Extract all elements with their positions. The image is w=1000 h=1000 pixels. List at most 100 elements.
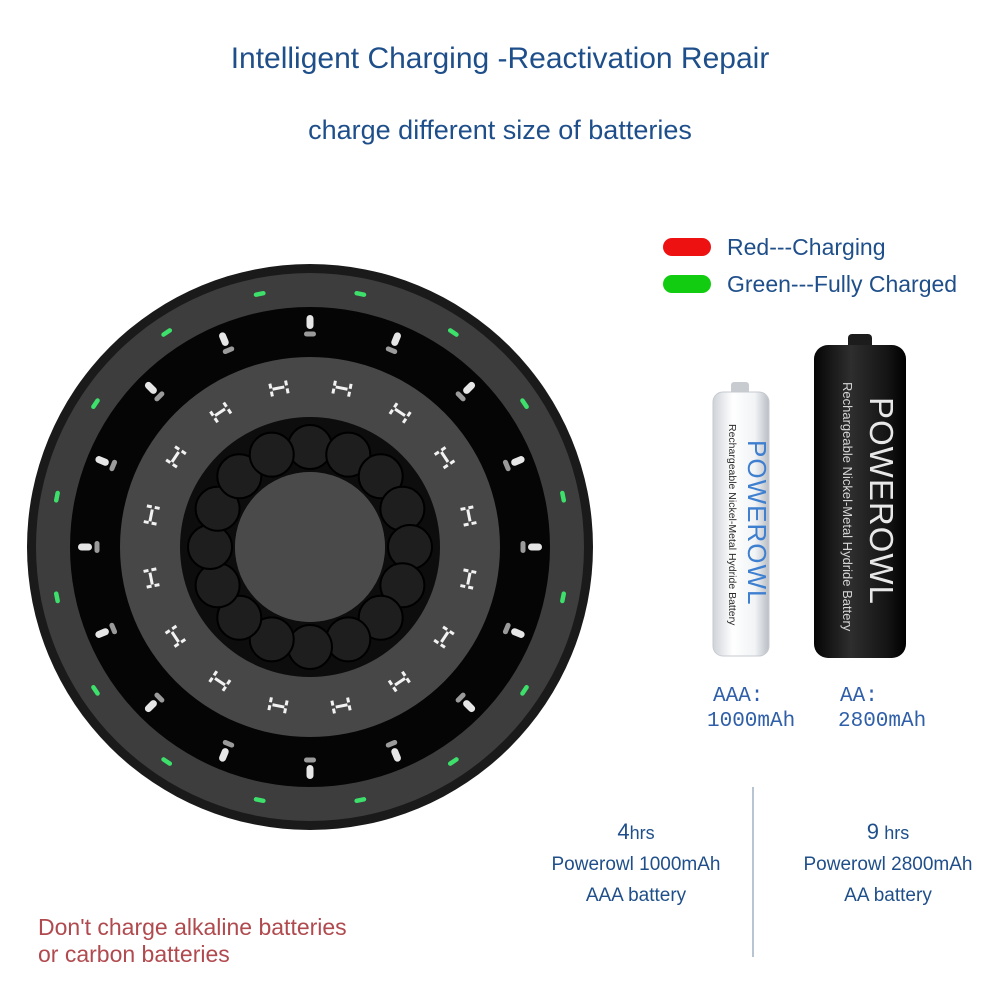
charger-contact-bar: [440, 451, 450, 463]
charger-contact: [171, 624, 178, 631]
charger-contact: [212, 670, 219, 677]
charger-led-indicator: [354, 797, 367, 804]
aaa-battery-image: POWEROWL Rechargeable Nickel-Metal Hydri…: [712, 382, 772, 657]
charger-contact: [226, 679, 232, 686]
charger-contact: [268, 697, 273, 703]
charger-contact-group: [387, 670, 411, 693]
charger-inner-pocket: [325, 431, 372, 478]
charger-outer-terminal-base: [385, 739, 398, 748]
aa-hours-unit: hrs: [884, 823, 910, 843]
charger-details: [53, 290, 567, 804]
charger-contact-group: [331, 380, 353, 397]
charger-contact-bar: [170, 451, 180, 463]
charger-contact-group: [209, 401, 233, 424]
charger-led-indicator: [354, 290, 367, 297]
charger-inner-pocket: [357, 594, 404, 641]
aa-capacity-value: 2800mAh: [838, 710, 927, 733]
aaa-hours-unit: hrs: [629, 823, 655, 843]
charger-contact: [330, 700, 335, 706]
charger-contact: [406, 411, 412, 418]
charger-contact-group: [433, 446, 456, 470]
charger-contact: [209, 410, 215, 417]
charger-contact: [283, 708, 288, 714]
charger-led-indicator: [447, 757, 459, 766]
charger-inner-pocket: [194, 485, 241, 532]
charger-inner-pocket: [216, 594, 263, 641]
charger-contact: [442, 463, 449, 470]
charger-contact: [221, 685, 227, 692]
aaa-charge-time: 4hrs Powerowl 1000mAh AAA battery: [526, 816, 746, 911]
charger-contact: [460, 506, 466, 511]
charger-contact-bar: [466, 509, 472, 522]
charger-outer-terminal-base: [304, 331, 316, 337]
charger-outer-terminal: [219, 748, 229, 762]
charger-outer-terminal-base: [455, 692, 466, 703]
charger-contact: [467, 585, 474, 590]
charger-contact: [143, 520, 149, 525]
charger-contact: [392, 686, 398, 693]
charger-contact: [171, 463, 178, 469]
charger-inner-pocket: [387, 524, 433, 570]
aaa-brand-label: POWEROWL: [742, 440, 772, 605]
charger-outer-terminal: [95, 456, 109, 466]
charger-contact: [401, 670, 407, 677]
charger-contact-bar: [272, 385, 285, 391]
charger-contact: [448, 630, 455, 636]
charger-inner-pocket: [325, 616, 372, 663]
charger-outer-terminal-base: [109, 459, 118, 472]
charger-contact-bar: [148, 572, 154, 585]
aaa-charge-type: AAA battery: [585, 885, 687, 906]
charger-led-indicator: [53, 490, 60, 503]
charger-inner-pocket: [379, 485, 426, 532]
aaa-capacity-value: 1000mAh: [707, 710, 796, 733]
charger-contact: [285, 388, 290, 394]
warning-note: Don't charge alkaline batteries or carbo…: [38, 914, 347, 968]
charger-contact: [284, 700, 289, 706]
aaa-type-label: AAA:: [713, 685, 764, 708]
charger-contact: [387, 679, 394, 686]
charger-contact: [388, 408, 394, 415]
charger-contact-bar: [394, 677, 406, 687]
charger-led-indicator: [53, 591, 60, 604]
charger-contact: [440, 446, 447, 452]
charger-contact: [164, 629, 171, 635]
charger-contact-bar: [214, 407, 226, 417]
charger-outer-terminal: [391, 748, 401, 762]
charger-contact: [468, 505, 474, 510]
charger-contact-group: [164, 624, 187, 648]
charger-contact-group: [268, 380, 290, 397]
page-title: Intelligent Charging -Reactivation Repai…: [230, 42, 770, 75]
charger-inner-pocket: [379, 562, 426, 609]
charger-contact: [213, 417, 219, 424]
aa-charge-model: Powerowl 2800mAh: [803, 854, 973, 875]
charger-led-indicator: [520, 684, 529, 696]
spec-divider: [752, 787, 754, 957]
charger-contact: [463, 522, 469, 527]
charger-contact: [151, 567, 157, 572]
charger-contact: [332, 380, 337, 386]
charger-contact: [154, 583, 160, 588]
charger-contact-group: [208, 670, 232, 692]
charger-outer-terminal: [306, 315, 314, 329]
charger-contact-group: [460, 505, 477, 527]
green-indicator-icon: [663, 275, 711, 293]
charger-contact: [331, 708, 336, 714]
charger-contact-group: [165, 445, 187, 469]
charger-outer-terminal-base: [304, 757, 316, 763]
charger-inner-pocket: [187, 524, 233, 570]
charger-outer-terminal-base: [154, 391, 165, 402]
charger-contact: [146, 584, 152, 589]
charger-contact: [347, 705, 352, 711]
charger-outer-terminal-base: [455, 391, 466, 402]
charger-led-indicator: [91, 398, 100, 410]
charger-contact: [471, 569, 477, 574]
charger-contact: [439, 643, 446, 649]
charger-contact-group: [388, 402, 412, 424]
aa-charge-time: 9 hrs Powerowl 2800mAh AA battery: [778, 816, 998, 911]
charger-outer-terminal: [511, 456, 525, 466]
aa-type-label: AA:: [840, 685, 878, 708]
aa-brand-label: POWEROWL: [863, 397, 900, 605]
charger-outer-terminal-base: [222, 346, 235, 355]
charger-contact: [208, 676, 214, 683]
charger-contact: [346, 697, 351, 703]
